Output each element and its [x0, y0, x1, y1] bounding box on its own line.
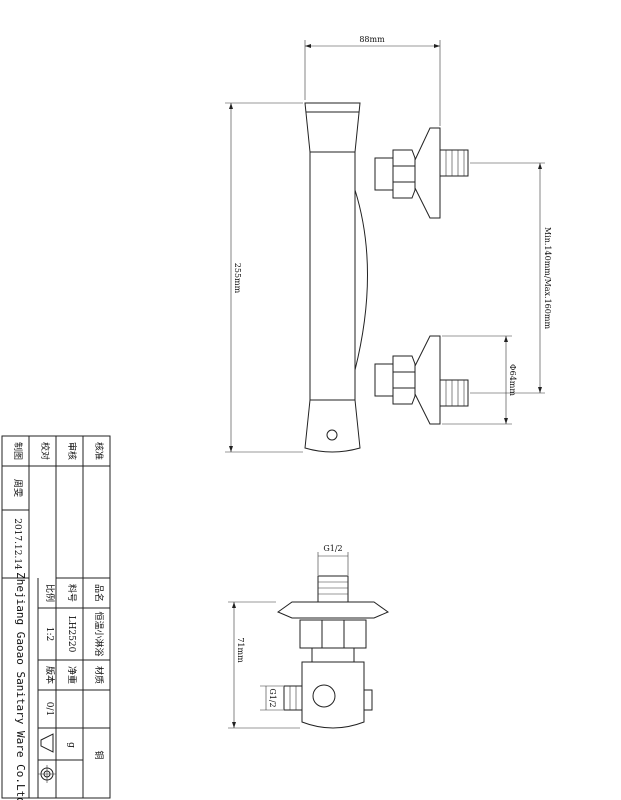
width-dimension: 88mm: [304, 35, 441, 126]
thread-side-dimension: G1/2: [260, 685, 283, 711]
material-value: 铜: [93, 750, 105, 759]
check-label: 校对: [39, 442, 51, 460]
product-value: 恒温小淋浴: [93, 611, 105, 656]
width-label: 88mm: [359, 35, 385, 44]
scale-label: 比例: [44, 584, 56, 602]
product-label: 品名: [93, 584, 105, 602]
thread-side-label: G1/2: [268, 688, 277, 707]
company-name: Zhejiang Gaoao Sanitary Ware Co.Ltd: [14, 572, 27, 800]
title-block: 核准 审核 校对 制图 周雯 2017.12.14 Zhejiang Gaoao…: [1, 435, 111, 800]
range-dimension: Min.140mm/Max.160mm: [470, 162, 552, 394]
scale-value: 1:2: [44, 627, 54, 641]
drawer-name: 周雯: [12, 479, 23, 497]
net-weight-value: g: [66, 742, 76, 748]
side-view: [276, 575, 390, 729]
drawn-label: 制图: [12, 442, 24, 460]
drawing-date: 2017.12.14: [12, 518, 22, 570]
diameter-dimension: Φ64mm: [442, 335, 517, 425]
projection-circle-icon: [38, 765, 56, 783]
part-no-label: 料号: [66, 584, 78, 602]
height-label: 255mm: [233, 263, 242, 294]
range-label: Min.140mm/Max.160mm: [543, 227, 552, 329]
projection-cone-icon: [40, 733, 54, 753]
version-label: 版本: [44, 666, 56, 684]
diameter-label: Φ64mm: [508, 364, 517, 396]
height-dimension: 255mm: [225, 102, 303, 453]
material-label: 材质: [93, 666, 105, 684]
thread-top-dimension: G1/2: [317, 544, 349, 575]
thread-top-label: G1/2: [323, 544, 342, 553]
review-label: 审核: [66, 442, 78, 460]
depth-dimension: 71mm: [228, 601, 300, 729]
part-no-value: LH2520: [66, 616, 76, 653]
version-value: 0/1: [44, 702, 54, 716]
front-view: [304, 102, 469, 453]
net-weight-label: 净重: [66, 666, 78, 684]
approve-label: 核准: [93, 442, 105, 460]
depth-label: 71mm: [236, 637, 245, 663]
